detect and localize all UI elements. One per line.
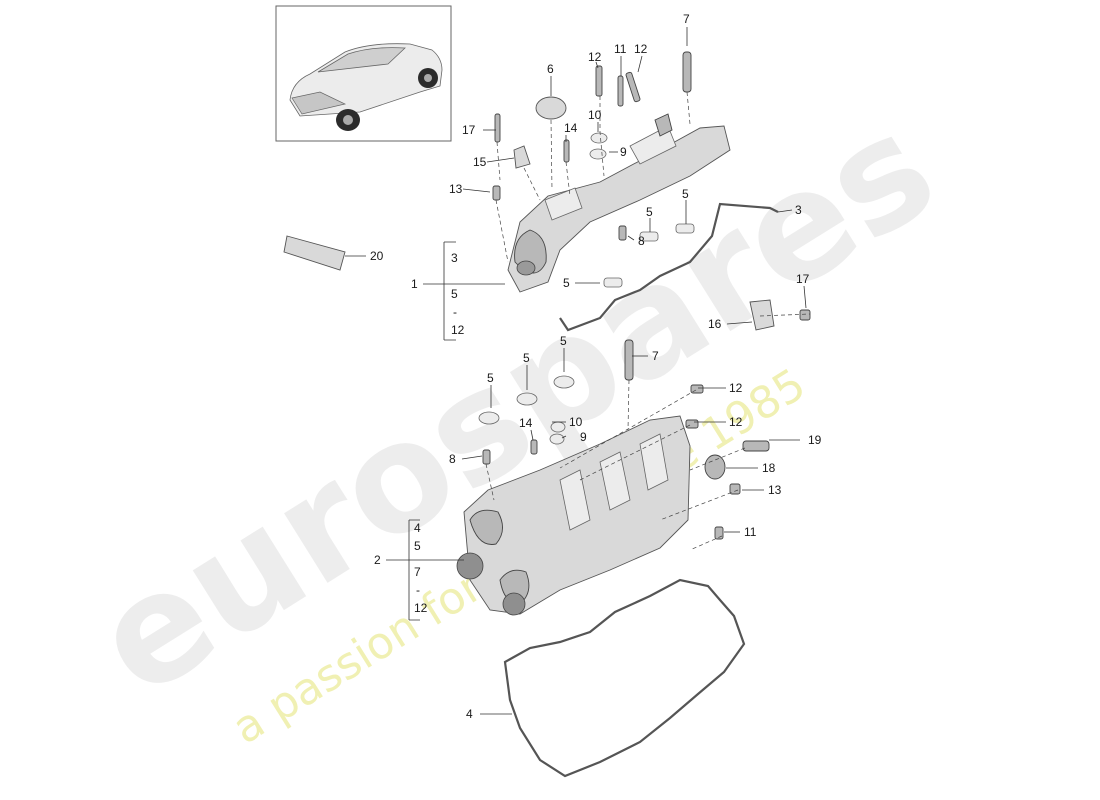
callout-2-range-5: 5: [414, 539, 421, 553]
callout-5-upper-b: 5: [682, 187, 689, 201]
oil-filler-cap: [535, 96, 567, 120]
callout-2-range-7: 7: [414, 565, 421, 579]
callout-9-lower: 9: [580, 430, 587, 444]
callout-1-range-5: 5: [451, 287, 458, 301]
tube-20: [283, 235, 346, 271]
callout-2: 2: [374, 553, 381, 567]
o-ring-9a: [589, 148, 607, 160]
grommet-18: [704, 454, 726, 480]
watermark: eurospares a passion for parts since 198…: [67, 80, 964, 754]
callout-12-lower-a: 12: [729, 381, 743, 395]
callout-5-upper-a: 5: [646, 205, 653, 219]
callout-3: 3: [795, 203, 802, 217]
lower-gasket-4: [503, 578, 746, 778]
callout-19: 19: [808, 433, 822, 447]
callout-4: 4: [466, 707, 473, 721]
assembly-lines: [485, 91, 811, 551]
upper-valve-cover: [507, 113, 731, 293]
bracket-16: [749, 299, 775, 331]
callout-1-range-12: 12: [451, 323, 465, 337]
bolt-12b: [625, 71, 641, 103]
callout-15: 15: [473, 155, 487, 169]
o-ring-10b: [550, 421, 566, 433]
callout-12-lower-b: 12: [729, 415, 743, 429]
callout-5-lower-b: 5: [523, 351, 530, 365]
suv-illustration: [289, 43, 443, 131]
callout-9-upper: 9: [620, 145, 627, 159]
callout-17-lower: 17: [796, 272, 810, 286]
callout-10-lower: 10: [569, 415, 583, 429]
bolt-13a: [492, 185, 501, 201]
callout-13-upper: 13: [449, 182, 463, 196]
callout-2-range-dash: -: [416, 583, 420, 597]
bolt-13b: [729, 483, 741, 495]
callout-2-range-12: 12: [414, 601, 428, 615]
callout-12-upper-right: 12: [634, 42, 648, 56]
callout-14-upper: 14: [564, 121, 578, 135]
callout-12-upper-left: 12: [588, 50, 602, 64]
callout-11-upper: 11: [614, 42, 627, 56]
seal-5c: [603, 277, 623, 288]
vehicle-thumbnail: [275, 5, 452, 142]
bolt-12a: [595, 65, 603, 97]
lower-valve-cover: [456, 415, 691, 616]
bolt-11a: [617, 75, 624, 107]
seal-ring-5d: [478, 411, 500, 425]
small-parts-upper: [283, 51, 811, 331]
callout-16: 16: [708, 317, 722, 331]
sensor-19: [742, 440, 770, 452]
callout-8-upper: 8: [638, 234, 645, 248]
callout-8-lower: 8: [449, 452, 456, 466]
leader-lines: [345, 27, 807, 715]
o-ring-10a: [590, 132, 608, 144]
o-ring-9b: [549, 433, 565, 445]
callout-11-lower: 11: [744, 525, 757, 539]
callout-6: 6: [547, 62, 554, 76]
callout-17-upper: 17: [462, 123, 476, 137]
callout-7-upper: 7: [683, 12, 690, 26]
callout-5-upper-c: 5: [563, 276, 570, 290]
callout-1: 1: [411, 277, 418, 291]
callout-2-range-4: 4: [414, 521, 421, 535]
callout-10-upper: 10: [588, 108, 602, 122]
bolt-14a: [563, 139, 570, 163]
bolt-14b: [530, 439, 538, 455]
callout-5-lower-c: 5: [560, 334, 567, 348]
bolt-17b: [799, 309, 811, 321]
callout-1-range-dash: -: [453, 305, 457, 319]
callout-14-lower: 14: [519, 416, 533, 430]
seal-ring-5f: [553, 375, 575, 389]
dipstick-tube: [682, 51, 692, 93]
callout-5-lower-a: 5: [487, 371, 494, 385]
callout-13-lower: 13: [768, 483, 782, 497]
bolt-12d: [685, 419, 699, 429]
dipstick-guide-7b: [624, 339, 634, 381]
callout-18: 18: [762, 461, 776, 475]
plug-8b: [482, 449, 491, 465]
bolt-11b: [714, 526, 724, 540]
watermark-brand: eurospares: [67, 80, 964, 730]
callout-7-lower: 7: [652, 349, 659, 363]
seal-5b: [675, 223, 695, 234]
callouts: 7 6 12 11 12 10 9 14 17 15 13 8 5 5 5 3 …: [370, 12, 822, 721]
seal-ring-5e: [516, 392, 538, 406]
seal-5a: [639, 231, 659, 242]
bolt-17a: [494, 113, 501, 143]
plug-8a: [618, 225, 627, 241]
callout-1-range-3: 3: [451, 251, 458, 265]
bracket-15: [513, 145, 531, 169]
callout-20: 20: [370, 249, 384, 263]
upper-gasket-3: [559, 202, 779, 332]
